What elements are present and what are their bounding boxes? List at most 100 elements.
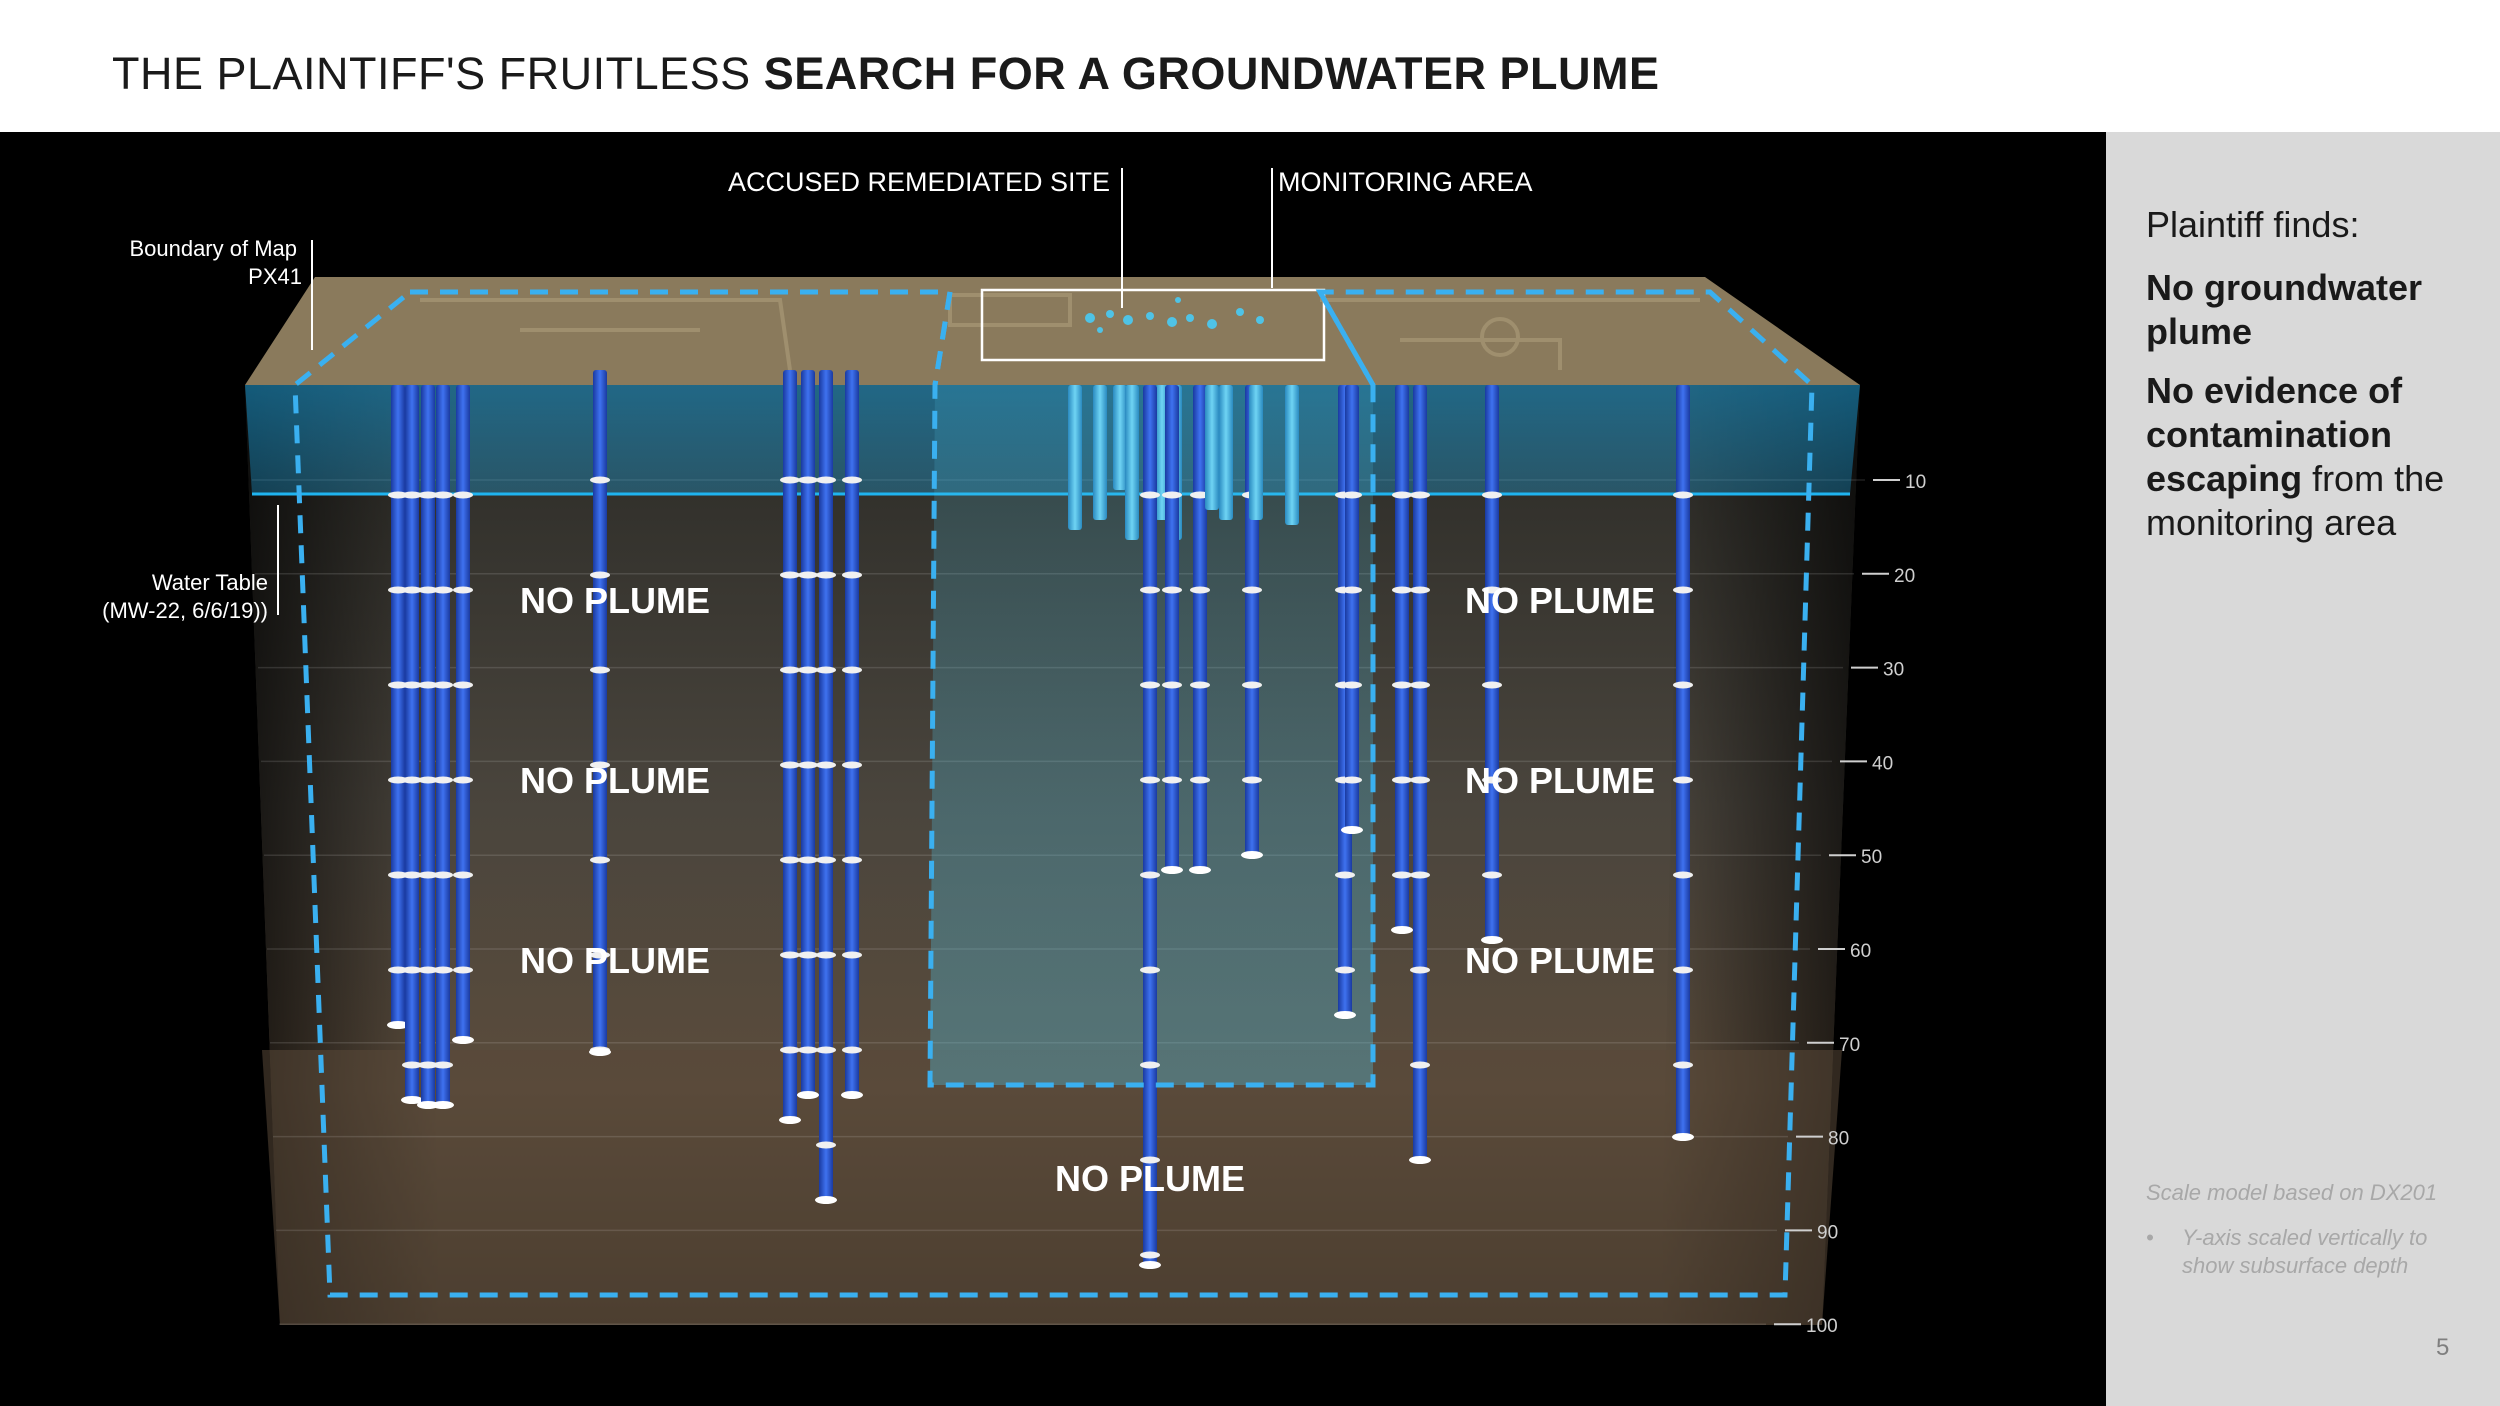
header: THE PLAINTIFF'S FRUITLESS SEARCH FOR A G… [0,0,2500,132]
well-bottom-marker [1161,866,1183,874]
monitoring-well [845,370,859,1095]
sample-marker [780,571,800,579]
monitoring-well [1485,385,1499,940]
sample-marker [402,681,422,689]
sample-marker [418,681,438,689]
zone-label-left-mid: NO PLUME [520,760,710,801]
monitoring-well-shallow [1113,385,1127,490]
sample-marker [1162,776,1182,784]
well-bottom-marker [387,1021,409,1029]
sample-marker [590,856,610,864]
sample-marker [1673,776,1693,784]
sample-marker [418,966,438,974]
zone-labels: NO PLUME NO PLUME NO PLUME NO PLUME NO P… [520,580,1655,1199]
sample-marker [418,491,438,499]
monitoring-well-shallow [1093,385,1107,520]
zone-label-left-bottom: NO PLUME [520,940,710,981]
search-boundaries [292,289,1815,1298]
well-bottom-marker [797,1091,819,1099]
depth-tick-label: 30 [1883,660,1904,681]
sample-marker [798,666,818,674]
sample-marker [433,1061,453,1069]
sample-marker [1482,776,1502,784]
sample-marker [1140,776,1160,784]
sample-marker [1342,776,1362,784]
monitoring-well [819,370,833,1200]
sample-marker [1140,491,1160,499]
sample-marker [418,1061,438,1069]
sample-marker [1162,586,1182,594]
ground-surface [245,277,1860,385]
sample-marker [453,776,473,784]
bedrock-layer [262,1050,1842,1325]
sample-marker [816,761,836,769]
sample-marker [1392,776,1412,784]
sample-marker [402,776,422,784]
sample-marker [1242,776,1262,784]
sample-marker [388,776,408,784]
sample-marker [1410,586,1430,594]
well-bottom-marker [1334,1011,1356,1019]
boundary-divider-right [1317,290,1376,387]
sample-marker [1392,681,1412,689]
well-bottom-marker [779,1116,801,1124]
sample-marker [453,586,473,594]
groundwater-model: NO PLUME NO PLUME NO PLUME NO PLUME NO P… [102,167,1926,1337]
sample-marker [388,871,408,879]
sample-marker [1410,681,1430,689]
sample-marker [1482,586,1502,594]
sample-marker [433,776,453,784]
well-bottom-marker [1139,1261,1161,1269]
model-stage: NO PLUME NO PLUME NO PLUME NO PLUME NO P… [0,132,2106,1406]
sample-marker [798,951,818,959]
well-bottom-marker [1391,926,1413,934]
monitoring-well [1345,385,1359,830]
monitoring-well [436,385,450,1105]
monitoring-well [1413,385,1427,1160]
sample-marker [780,476,800,484]
sample-marker [816,951,836,959]
well-bottom-marker [841,1091,863,1099]
sample-marker [1190,586,1210,594]
sample-marker [402,1061,422,1069]
finding-no-plume: No groundwater plume [2146,267,2422,352]
monitoring-well-shallow [1068,385,1082,530]
sample-marker [798,1046,818,1054]
monitoring-well [1143,385,1157,1265]
sample-marker [798,856,818,864]
sample-marker [388,491,408,499]
sample-marker [780,1046,800,1054]
well-bottom-marker [1241,851,1263,859]
sample-marker [816,1046,836,1054]
sample-marker [1342,586,1362,594]
sample-marker [433,681,453,689]
sample-marker [1190,681,1210,689]
sample-marker [842,476,862,484]
zone-label-right-top: NO PLUME [1465,580,1655,621]
title-bold: SEARCH FOR A GROUNDWATER PLUME [763,48,1660,99]
sample-marker [453,681,473,689]
sample-marker [798,571,818,579]
sample-marker [816,476,836,484]
well-bottom-marker [1672,1133,1694,1141]
sample-marker [1410,1061,1430,1069]
monitoring-well-shallow [1285,385,1299,525]
well-bottom-marker [1481,936,1503,944]
sample-marker [842,951,862,959]
sample-marker [1162,681,1182,689]
depth-tick-label: 20 [1894,566,1915,587]
depth-tick-label: 90 [1817,1222,1838,1243]
sample-marker [590,761,610,769]
depth-tick-label: 10 [1905,472,1926,493]
monitoring-well-shallow [1219,385,1233,520]
sample-marker [433,871,453,879]
monitoring-well-shallow [1125,385,1139,540]
sample-marker [842,761,862,769]
sample-marker [798,761,818,769]
sample-marker [1482,681,1502,689]
sample-marker [418,871,438,879]
finding2-rest: from the monitoring area [2146,458,2445,543]
monitoring-well [783,370,797,1120]
sample-marker [1342,681,1362,689]
sample-marker [402,871,422,879]
